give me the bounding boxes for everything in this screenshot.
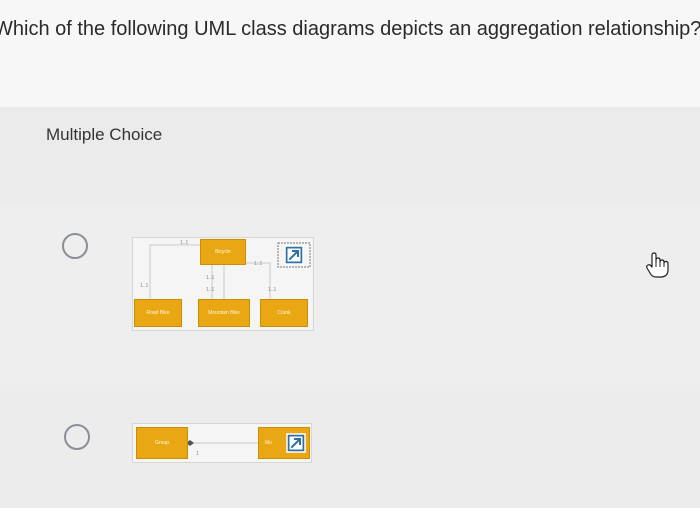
section-label: Multiple Choice (46, 125, 163, 144)
multiplicity-right-top: 1..1 (254, 261, 263, 267)
class-road-bike: Road Bike (134, 299, 182, 327)
class-mountain-bike-label: Mountain Bike (208, 310, 240, 316)
class-mo-label: Mo (265, 440, 272, 446)
choice-1-radio[interactable] (62, 233, 88, 259)
choice-row-1 (0, 205, 700, 385)
question-header (0, 0, 700, 107)
class-bicycle-label: Bicycle (215, 249, 231, 255)
class-bicycle: Bicycle (200, 239, 246, 265)
class-group: Group (136, 427, 188, 459)
choice-2-diagram[interactable]: Group Mo 1 (132, 423, 312, 463)
multiplicity-left: 1..1 (140, 283, 149, 289)
hand-cursor-icon (644, 251, 670, 279)
multiplicity-mid-2: 1..1 (206, 287, 215, 293)
class-group-label: Group (155, 440, 169, 446)
class-crank-label: Crank (277, 310, 291, 316)
choices-header-band (0, 107, 700, 205)
multiplicity-right-mid: 1..1 (268, 287, 277, 293)
class-mountain-bike: Mountain Bike (198, 299, 250, 327)
expand-icon[interactable] (284, 245, 304, 265)
choice-1-diagram[interactable]: Bicycle Road Bike Mountain Bike Crank 1.… (132, 237, 314, 331)
multiplicity-mid-1: 1..1 (206, 275, 215, 281)
multiplicity-bottom: 1 (196, 451, 199, 457)
choice-row-2 (0, 385, 700, 508)
choice-2-radio[interactable] (64, 424, 90, 450)
class-road-bike-label: Road Bike (146, 310, 170, 316)
class-crank: Crank (260, 299, 308, 327)
expand-icon[interactable] (286, 433, 306, 453)
question-text: Which of the following UML class diagram… (0, 18, 700, 40)
multiplicity-top: 1..1 (180, 240, 189, 246)
